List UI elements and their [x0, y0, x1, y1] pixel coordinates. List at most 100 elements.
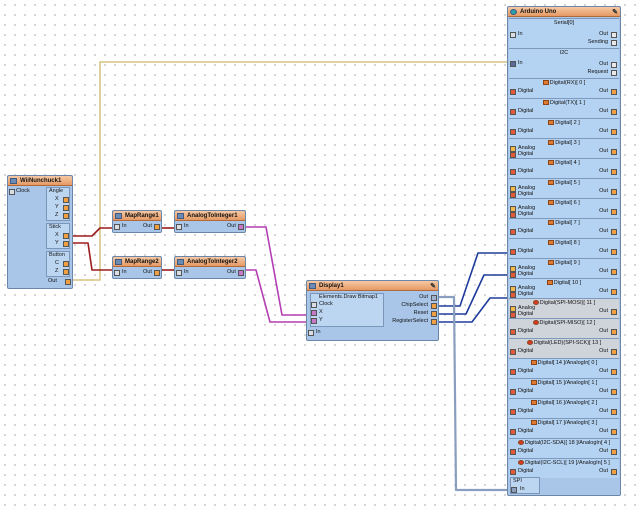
digital-out-pin[interactable] [611, 309, 617, 315]
display-out-pin[interactable] [431, 295, 437, 301]
analog-in-pin[interactable] [510, 146, 516, 152]
analog-in-pin[interactable] [510, 286, 516, 292]
maprange1-component[interactable]: MapRange1 In Out [112, 210, 162, 233]
digital-out-pin[interactable] [611, 469, 617, 475]
serial-sending-pin[interactable] [611, 40, 617, 46]
analog1-title[interactable]: AnalogToInteger1 [175, 211, 245, 221]
display-clock-pin[interactable] [311, 302, 317, 308]
digital-out-pin[interactable] [611, 429, 617, 435]
digital-in-pin[interactable] [510, 169, 516, 175]
digital-in-pin[interactable] [510, 89, 516, 95]
digital-in-pin[interactable] [510, 292, 516, 298]
digital-out-pin[interactable] [611, 109, 617, 115]
maprange2-in-pin[interactable] [114, 270, 120, 276]
digital-in-pin[interactable] [510, 152, 516, 158]
digital-in-pin[interactable] [510, 409, 516, 415]
digital-out-pin[interactable] [611, 289, 617, 295]
analog1-component[interactable]: AnalogToInteger1 In Out [174, 210, 246, 233]
angle-x-pin[interactable] [63, 197, 69, 203]
display-x-pin[interactable] [311, 310, 317, 316]
digital-in-pin[interactable] [510, 429, 516, 435]
pin-chip-icon [548, 160, 555, 166]
display-title[interactable]: Display1✎ [307, 281, 438, 291]
button-z-pin[interactable] [63, 269, 69, 275]
analog-in-pin[interactable] [510, 306, 516, 312]
i2c-request-pin[interactable] [611, 70, 617, 76]
digital-out-pin[interactable] [611, 249, 617, 255]
wrench-icon[interactable]: ✎ [430, 283, 436, 290]
maprange1-out-pin[interactable] [154, 224, 160, 230]
digital-out-pin[interactable] [611, 129, 617, 135]
digital-out-pin[interactable] [611, 349, 617, 355]
wiinunchuck-component[interactable]: WiiNunchuck1 Clock Angle X Y Z Stick X Y… [7, 175, 73, 289]
maprange1-in-pin[interactable] [114, 224, 120, 230]
spi-in-pin[interactable] [511, 487, 517, 493]
maprange2-title[interactable]: MapRange2 [113, 257, 161, 267]
serial-in-pin[interactable] [510, 32, 516, 38]
digital-in-pin[interactable] [510, 469, 516, 475]
digital-in-pin[interactable] [510, 212, 516, 218]
digital-out-pin[interactable] [611, 389, 617, 395]
analog2-out-pin[interactable] [238, 270, 244, 276]
stick-x-pin[interactable] [63, 233, 69, 239]
maprange1-title[interactable]: MapRange1 [113, 211, 161, 221]
analog-in-pin[interactable] [510, 206, 516, 212]
analog-in-pin[interactable] [510, 186, 516, 192]
red-circle-icon [518, 460, 525, 466]
display-chipselect-pin[interactable] [431, 303, 437, 309]
analog2-component[interactable]: AnalogToInteger2 In Out [174, 256, 246, 279]
display-y-pin[interactable] [311, 318, 317, 324]
digital-out-pin[interactable] [611, 169, 617, 175]
digital-out-pin[interactable] [611, 269, 617, 275]
digital-in-pin[interactable] [510, 229, 516, 235]
digital-in-pin[interactable] [510, 329, 516, 335]
display-reset-pin[interactable] [431, 311, 437, 317]
draw-bitmap-element[interactable]: Elements.Draw Bitmap1 Clock X Y [310, 293, 384, 327]
analog-in-pin[interactable] [510, 266, 516, 272]
i2c-in-pin[interactable] [510, 61, 516, 67]
wiinunchuck-title[interactable]: WiiNunchuck1 [8, 176, 72, 186]
digital-out-pin[interactable] [611, 329, 617, 335]
digital-in-pin[interactable] [510, 389, 516, 395]
i2c-out-pin[interactable] [611, 62, 617, 68]
digital-in-pin[interactable] [510, 272, 516, 278]
pin-row-label: Digital[ 16 ]/AnalogIn[ 2 ] [509, 400, 619, 406]
analog1-out-pin[interactable] [238, 224, 244, 230]
angle-z-pin[interactable] [63, 213, 69, 219]
digital-in-pin[interactable] [510, 369, 516, 375]
digital-in-pin[interactable] [510, 129, 516, 135]
digital-in-pin[interactable] [510, 349, 516, 355]
digital-in-pin[interactable] [510, 449, 516, 455]
digital-out-pin[interactable] [611, 209, 617, 215]
digital-in-pin[interactable] [510, 192, 516, 198]
analog2-in-pin[interactable] [176, 270, 182, 276]
digital-out-pin[interactable] [611, 149, 617, 155]
digital-in-pin[interactable] [510, 109, 516, 115]
digital-out-pin[interactable] [611, 409, 617, 415]
wrench-icon[interactable]: ✎ [612, 9, 618, 16]
digital-out-pin[interactable] [611, 189, 617, 195]
arduino-component[interactable]: Arduino Uno✎ Serial[0] In Out Sending I2… [507, 6, 621, 496]
analog2-title[interactable]: AnalogToInteger2 [175, 257, 245, 267]
analog1-in-pin[interactable] [176, 224, 182, 230]
maprange2-component[interactable]: MapRange2 In Out [112, 256, 162, 279]
clock-pin[interactable] [9, 189, 15, 195]
display-in-pin[interactable] [308, 330, 314, 336]
pin-row-label: Digital(RX)[ 0 ] [509, 80, 619, 86]
digital-out-pin[interactable] [611, 89, 617, 95]
digital-in-pin[interactable] [510, 249, 516, 255]
stick-y-pin[interactable] [63, 241, 69, 247]
maprange2-out-pin[interactable] [154, 270, 160, 276]
digital-out-pin[interactable] [611, 229, 617, 235]
digital-out-pin[interactable] [611, 449, 617, 455]
wiinunchuck-out-pin[interactable] [65, 279, 71, 285]
arduino-title[interactable]: Arduino Uno✎ [508, 7, 620, 17]
serial-out-pin[interactable] [611, 32, 617, 38]
digital-in-pin[interactable] [510, 312, 516, 318]
angle-y-pin[interactable] [63, 205, 69, 211]
display-regsel-pin[interactable] [431, 319, 437, 325]
display-component[interactable]: Display1✎ Elements.Draw Bitmap1 Clock X … [306, 280, 439, 341]
digital-out-pin[interactable] [611, 369, 617, 375]
button-c-pin[interactable] [63, 261, 69, 267]
